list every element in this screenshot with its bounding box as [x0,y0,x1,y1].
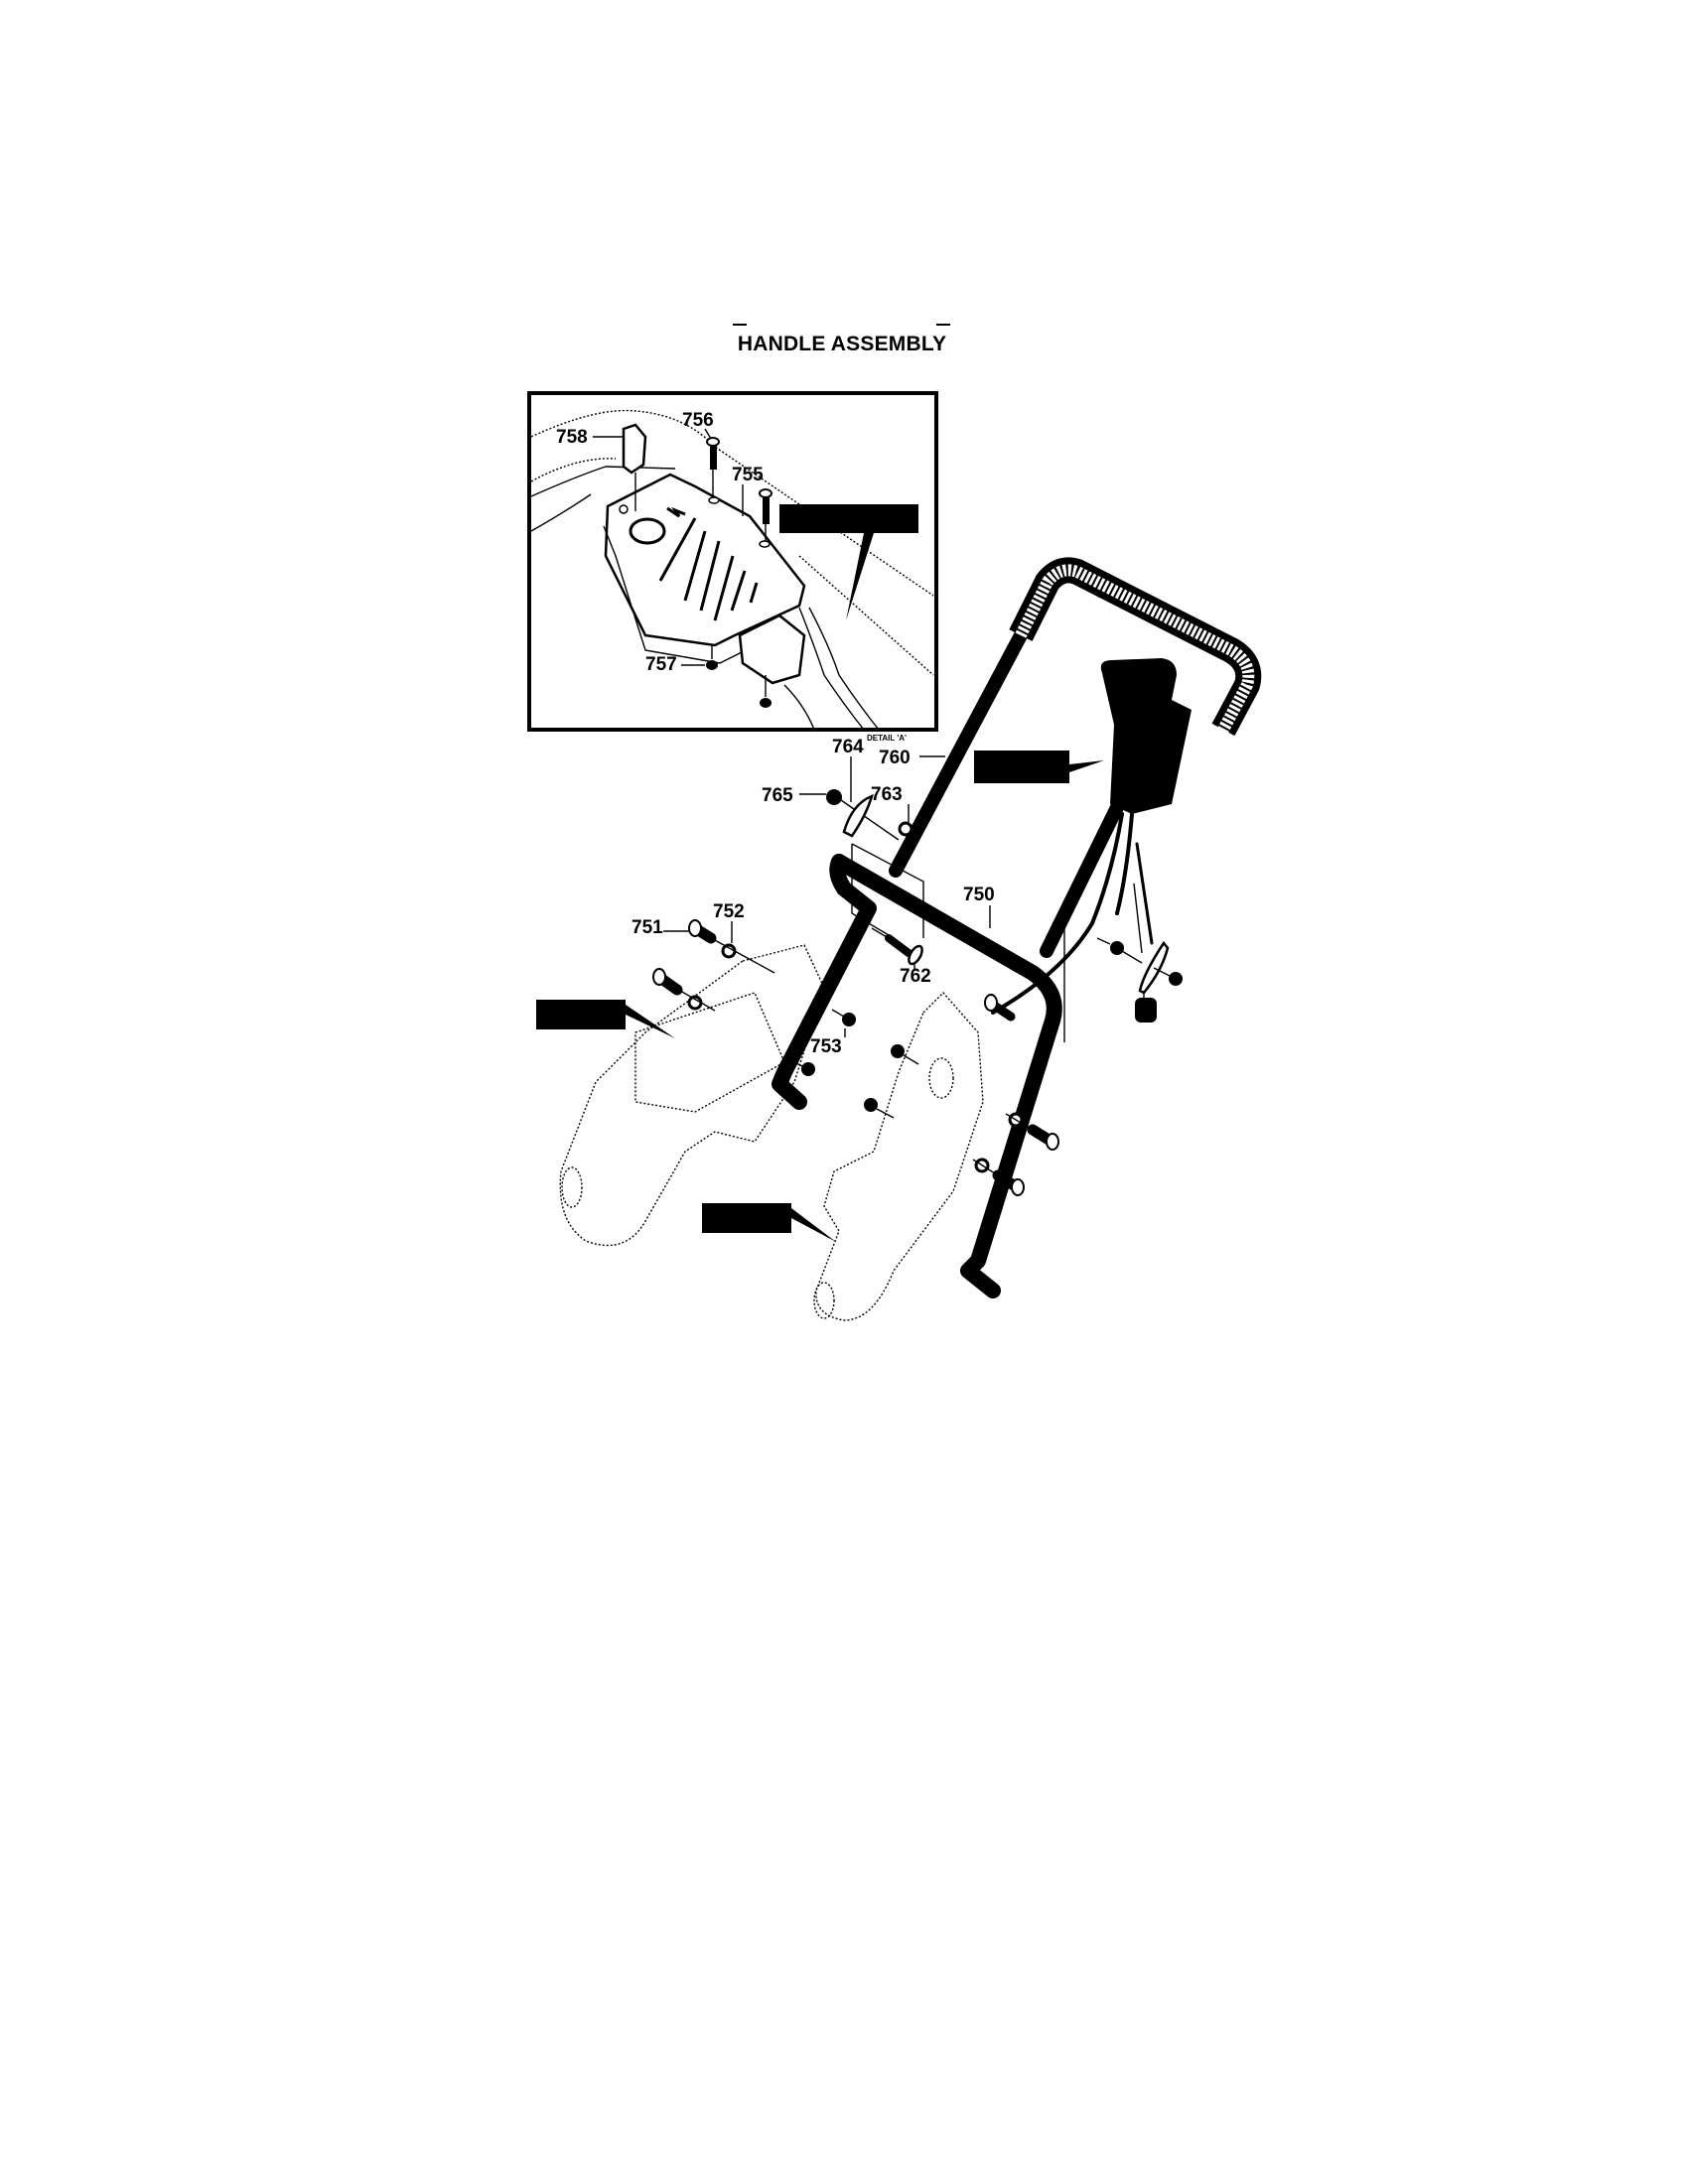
cable-connector [1135,998,1157,1023]
key-hole [629,517,666,545]
key-icon [622,423,647,475]
knob-764 [842,793,874,838]
detail-a-label: DETAIL 'A' [867,734,907,743]
label-752: 752 [713,901,745,922]
washer-752 [721,943,737,959]
label-765: 765 [762,785,793,806]
right-frame-bracket [815,991,984,1321]
label-753: 753 [810,1036,842,1057]
title-dash-right [936,324,950,326]
washer-763 [898,821,913,837]
lower-handle-right [831,854,1062,1298]
title-dash-left [733,324,747,326]
upper-handle-left-tube [889,628,1028,878]
label-758: 758 [556,427,588,448]
label-756: 756 [682,410,714,431]
label-764: 764 [832,737,864,757]
label-762: 762 [900,966,931,987]
page-title: HANDLE ASSEMBLY [737,333,947,355]
screw-756 [710,442,717,470]
label-751: 751 [632,917,663,938]
label-757: 757 [645,654,677,675]
detail-callout-pointer [846,533,874,620]
label-755: 755 [732,465,764,485]
control-box-callout-box [974,751,1069,783]
handle-assembly: 760 764 765 763 750 762 751 752 [536,557,1262,1321]
label-750: 750 [963,885,995,905]
nut-765 [826,789,842,805]
label-760: 760 [879,748,911,768]
control-box [1100,658,1192,814]
label-763: 763 [871,784,903,805]
nut-753 [842,1013,856,1026]
bolt-762 [908,944,923,966]
lower-handle-left [772,854,877,1110]
left-bracket-callout-box [536,1000,626,1029]
detail-a-inset: 758 756 755 757 [527,391,938,732]
detail-callout-box [779,504,918,533]
washer-right [1110,941,1124,955]
right-bracket-callout-box [702,1203,791,1233]
